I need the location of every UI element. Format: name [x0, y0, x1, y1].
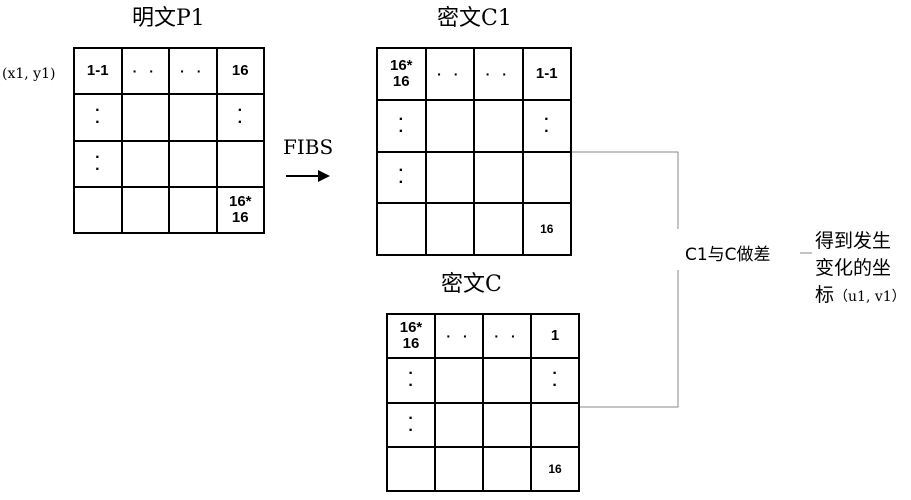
cipher1-cell-r2-c2 [426, 100, 475, 153]
cipher-cell-r4-c3 [484, 447, 532, 492]
cipher1-cell-r3-c1: · · [378, 152, 427, 205]
cipher-cell-r1-c3: · · [484, 315, 532, 360]
plaintext-cell-r3-c1: · · [75, 141, 123, 188]
cipher-cell-r1-c2: · · [436, 315, 484, 360]
cipher1-cell-r1-c4: 1-1 [523, 49, 572, 101]
cipher-cell-r3-c4 [532, 403, 580, 448]
cipher-grid: 16* 16· ·· ·1· ·· ·· ·16 [386, 313, 580, 492]
cipher1-cell-r1-c2: · · [426, 49, 475, 101]
plaintext-cell-r1-c1: 1-1 [75, 49, 123, 96]
cipher1-title: 密文C1 [437, 6, 512, 31]
plaintext-cell-r3-c3 [170, 141, 218, 188]
cipher1-cell-r1-c1: 16* 16 [378, 49, 427, 101]
fibs-label: FIBS [283, 135, 334, 159]
plaintext-cell-r3-c4 [217, 141, 265, 188]
diff-label: C1与C做差 [685, 245, 771, 265]
fibs-arrow [286, 170, 330, 182]
cipher1-cell-r4-c3 [475, 204, 524, 256]
cipher1-cell-r3-c3 [475, 152, 524, 205]
plaintext-cell-r2-c2 [122, 95, 170, 142]
cipher1-cell-r1-c3: · · [475, 49, 524, 101]
plaintext-cell-r4-c3 [170, 187, 218, 234]
plaintext-cell-r4-c2 [122, 187, 170, 234]
plaintext-cell-r2-c4: · · [217, 95, 265, 142]
cipher-cell-r4-c2 [436, 447, 484, 492]
cipher-cell-r2-c1: · · [388, 359, 436, 404]
cipher-cell-r2-c3 [484, 359, 532, 404]
cipher-cell-r4-c1 [388, 447, 436, 492]
plaintext-cell-r2-c3 [170, 95, 218, 142]
plaintext-title: 明文P1 [132, 6, 205, 31]
result-text: 得到发生 变化的坐 标（u1, v1） [815, 228, 906, 311]
result-line-3-text: 标 [815, 284, 835, 306]
cipher1-cell-r4-c4: 16 [523, 204, 572, 256]
cipher-cell-r4-c4: 16 [532, 447, 580, 492]
connector-c1 [572, 151, 679, 229]
cipher1-cell-r2-c4: · · [523, 100, 572, 153]
cipher1-cell-r3-c2 [426, 152, 475, 205]
cipher1-grid: 16* 16· ·· ·1-1· ·· ·· ·16 [376, 47, 572, 256]
cipher1-cell-r4-c2 [426, 204, 475, 256]
cipher-cell-r2-c4: · · [532, 359, 580, 404]
plaintext-coord-label: (x1, y1) [2, 66, 56, 82]
cipher-cell-r1-c1: 16* 16 [388, 315, 436, 360]
cipher1-cell-r2-c3 [475, 100, 524, 153]
cipher-title: 密文C [441, 272, 502, 297]
cipher1-cell-r4-c1 [378, 204, 427, 256]
plaintext-grid: 1-1· ·· ·16· ·· ·· ·16* 16 [73, 47, 265, 234]
plaintext-cell-r2-c1: · · [75, 95, 123, 142]
cipher-cell-r1-c4: 1 [532, 315, 580, 360]
cipher-cell-r2-c2 [436, 359, 484, 404]
cipher-cell-r3-c3 [484, 403, 532, 448]
result-coord: （u1, v1） [834, 289, 906, 305]
result-line-3: 标（u1, v1） [815, 282, 906, 311]
plaintext-cell-r4-c1 [75, 187, 123, 234]
cipher-cell-r3-c2 [436, 403, 484, 448]
result-line-2: 变化的坐 [815, 257, 892, 279]
cipher-cell-r3-c1: · · [388, 403, 436, 448]
plaintext-cell-r1-c4: 16 [217, 49, 265, 96]
cipher1-cell-r2-c1: · · [378, 100, 427, 153]
plaintext-cell-r1-c3: · · [170, 49, 218, 96]
connector-c [580, 270, 679, 408]
plaintext-cell-r1-c2: · · [122, 49, 170, 96]
plaintext-cell-r3-c2 [122, 141, 170, 188]
result-line-1: 得到发生 [815, 230, 892, 252]
cipher1-cell-r3-c4 [523, 152, 572, 205]
plaintext-cell-r4-c4: 16* 16 [217, 187, 265, 234]
